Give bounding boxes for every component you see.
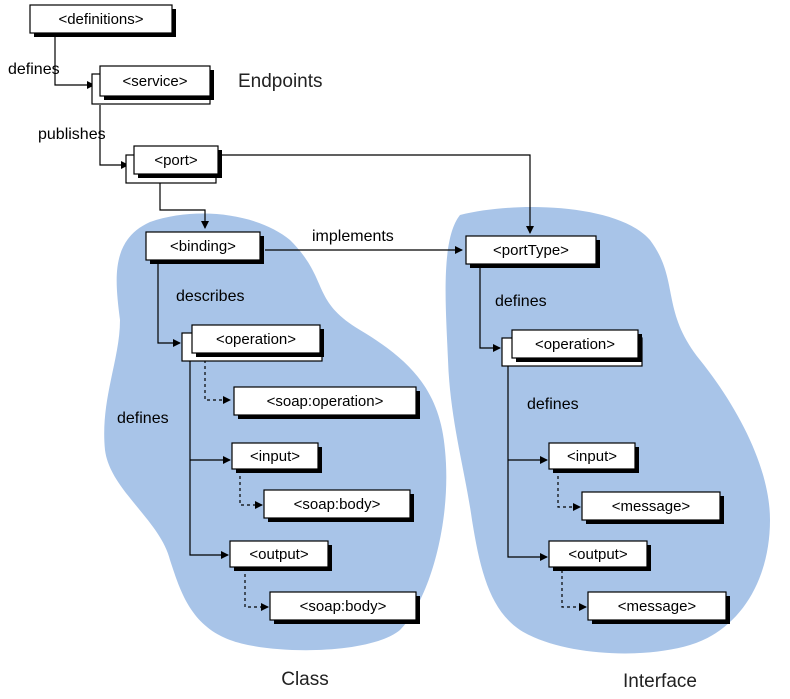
binding-operation-label: <operation> [216,331,296,348]
porttype-input-box: <input> [548,442,639,473]
binding-box: <binding> [145,231,264,264]
soap-body-output-label: <soap:body> [300,598,387,615]
porttype-input-label: <input> [567,448,617,465]
binding-input-label: <input> [250,448,300,465]
defines-top-label: defines [8,61,60,78]
message-input-label: <message> [612,498,691,515]
porttype-output-box: <output> [548,540,651,571]
definitions-box: <definitions> [29,4,176,37]
implements-label: implements [312,228,394,245]
binding-output-box: <output> [229,540,332,571]
binding-box-label: <binding> [170,238,236,255]
defines-porttype-label: defines [495,293,547,310]
interface-region [445,207,770,654]
soap-body-output-box: <soap:body> [269,591,420,624]
service-box: <service> [91,65,214,105]
porttype-output-label: <output> [568,546,627,563]
publishes-label: publishes [38,126,106,143]
porttype-operation-box: <operation> [501,329,643,367]
porttype-operation-label: <operation> [535,336,615,353]
endpoints-label: Endpoints [238,71,323,92]
port-box-label: <port> [154,152,198,169]
definitions-box-label: <definitions> [58,11,143,28]
binding-operation-box: <operation> [181,324,324,362]
soap-body-input-box: <soap:body> [263,489,414,522]
soap-operation-label: <soap:operation> [267,393,384,410]
porttype-box: <portType> [465,235,600,268]
connectors [54,35,587,611]
message-output-box: <message> [587,591,730,624]
class-caption: Class [281,669,329,690]
interface-caption: Interface [623,671,697,692]
defines-interface-label: defines [527,396,579,413]
soap-body-input-label: <soap:body> [294,496,381,513]
binding-output-label: <output> [249,546,308,563]
class-region [104,213,447,651]
porttype-box-label: <portType> [493,242,569,259]
soap-operation-box: <soap:operation> [233,386,420,419]
binding-input-box: <input> [231,442,322,473]
service-box-label: <service> [122,73,187,90]
describes-label: describes [176,288,244,305]
message-output-label: <message> [618,598,697,615]
message-input-box: <message> [581,491,724,524]
port-box: <port> [125,145,222,184]
defines-class-label: defines [117,410,169,427]
